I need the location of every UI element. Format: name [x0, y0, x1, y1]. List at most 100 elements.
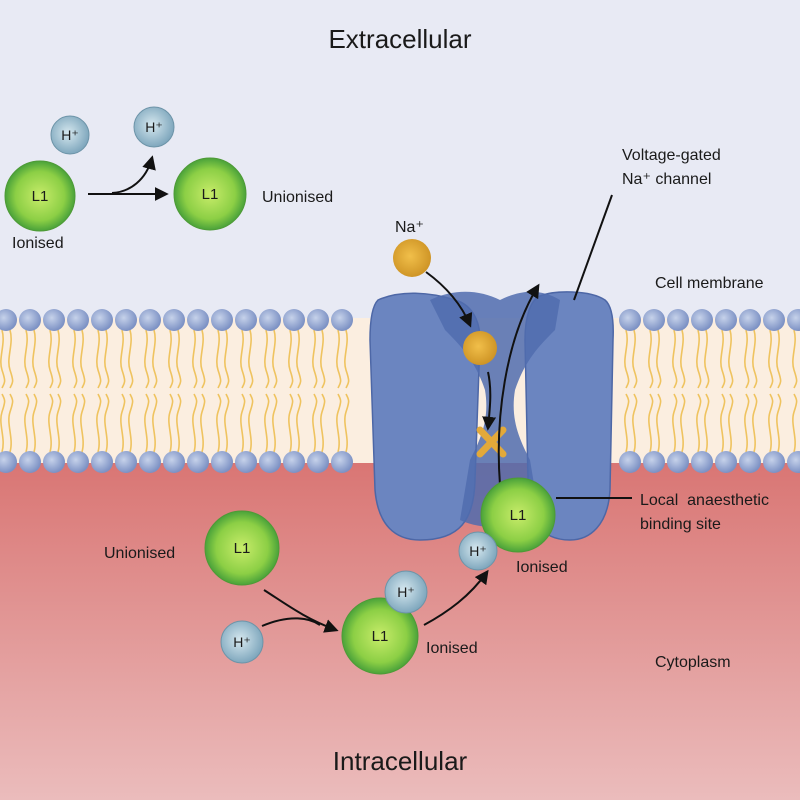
lipid-tail — [632, 329, 638, 389]
lipid-tail — [296, 329, 302, 389]
lipid-tail — [656, 329, 662, 389]
lipid-head — [163, 451, 185, 473]
channel-pointer-line — [573, 194, 613, 301]
lipid-tail — [56, 329, 62, 389]
lipid-tail — [168, 329, 174, 389]
lipid-tail — [696, 393, 702, 453]
lipid-head — [67, 451, 89, 473]
intracellular-label: Intracellular — [333, 746, 468, 776]
drug-molecule-ionised-extracellular — [4, 160, 76, 232]
lipid-head — [43, 451, 65, 473]
binding-site-label-line2: binding site — [640, 516, 721, 533]
state-unionised-ext: Unionised — [262, 189, 333, 206]
lipid-tail — [792, 329, 798, 389]
lipid-head — [691, 451, 713, 473]
lipid-head — [787, 309, 800, 331]
lipid-head — [187, 309, 209, 331]
lipid-tail — [176, 329, 182, 389]
lipid-head — [0, 451, 17, 473]
lipid-tail — [128, 329, 134, 389]
lipid-tail — [768, 393, 774, 453]
lipid-head — [163, 309, 185, 331]
lipid-tail — [144, 329, 150, 389]
lipid-head — [667, 451, 689, 473]
lipid-head — [139, 451, 161, 473]
state-ionised-ext: Ionised — [12, 235, 64, 252]
state-ionised-int: Ionised — [426, 640, 478, 657]
cell-membrane-label: Cell membrane — [655, 275, 764, 292]
lipid-tail — [680, 329, 686, 389]
lipid-tail — [624, 393, 630, 453]
lipid-tail — [24, 393, 30, 453]
sodium-blocked-arrow — [482, 371, 497, 431]
proton-extracellular-bound — [50, 115, 90, 155]
lipid-tail — [48, 329, 54, 389]
lipid-tail — [672, 393, 678, 453]
lipid-tail — [128, 393, 134, 453]
lipid-tail — [72, 393, 78, 453]
lipid-head — [67, 309, 89, 331]
sodium-label: Na⁺ — [395, 219, 424, 236]
lipid-tail — [656, 393, 662, 453]
lipid-tail — [728, 393, 734, 453]
lipid-tail — [720, 329, 726, 389]
channel-label-line2: Na⁺ channel — [622, 171, 711, 188]
lipid-head — [283, 451, 305, 473]
proton-label-5: H⁺ — [469, 543, 487, 559]
lipid-tail — [104, 393, 110, 453]
lipid-head — [667, 309, 689, 331]
lipid-head — [235, 309, 257, 331]
lipid-head — [643, 451, 665, 473]
lipid-tail — [752, 393, 758, 453]
lipid-tail — [680, 393, 686, 453]
lipid-tail — [200, 393, 206, 453]
lipid-tail — [240, 329, 246, 389]
lipid-tail — [776, 393, 782, 453]
lipid-head — [259, 451, 281, 473]
channel-label-line1: Voltage-gated — [622, 147, 721, 164]
lipid-tail — [320, 393, 326, 453]
lipid-tail — [0, 329, 6, 389]
lipid-tail — [672, 329, 678, 389]
sodium-channel — [369, 291, 614, 541]
lipid-tail — [200, 329, 206, 389]
lipid-tail — [224, 393, 230, 453]
proton-extracellular-released — [133, 106, 175, 148]
lipid-tail — [120, 329, 126, 389]
lipid-head — [331, 309, 353, 331]
lipid-head — [211, 451, 233, 473]
proton-release-arrow — [111, 155, 156, 194]
lipid-tail — [152, 393, 158, 453]
lipid-tail — [272, 393, 278, 453]
proton-join-arrow — [261, 617, 321, 627]
drug-label-ext-unionised: L1 — [202, 186, 219, 203]
lipid-tail — [696, 329, 702, 389]
lipid-tail — [224, 329, 230, 389]
lipid-head — [187, 451, 209, 473]
lipid-tail — [336, 393, 342, 453]
lipid-head — [91, 451, 113, 473]
lipid-tail — [648, 329, 654, 389]
lipid-tail — [336, 329, 342, 389]
lipid-tail — [8, 393, 14, 453]
lipid-head — [211, 309, 233, 331]
lipid-head — [0, 309, 17, 331]
lipid-head — [715, 451, 737, 473]
lipid-tail — [264, 329, 270, 389]
lipid-tail — [632, 393, 638, 453]
lipid-tail — [104, 329, 110, 389]
lipid-tail — [248, 393, 254, 453]
lipid-head — [643, 309, 665, 331]
lipid-head — [91, 309, 113, 331]
lipid-tail — [248, 329, 254, 389]
cytoplasm-label: Cytoplasm — [655, 654, 731, 671]
drug-label-int-ionised: L1 — [372, 628, 389, 645]
lipid-tail — [216, 393, 222, 453]
lipid-head — [619, 309, 641, 331]
lipid-head — [19, 451, 41, 473]
lipid-tail — [704, 329, 710, 389]
lipid-head — [739, 309, 761, 331]
lipid-tail — [120, 393, 126, 453]
sodium-ion-outside — [393, 239, 431, 277]
